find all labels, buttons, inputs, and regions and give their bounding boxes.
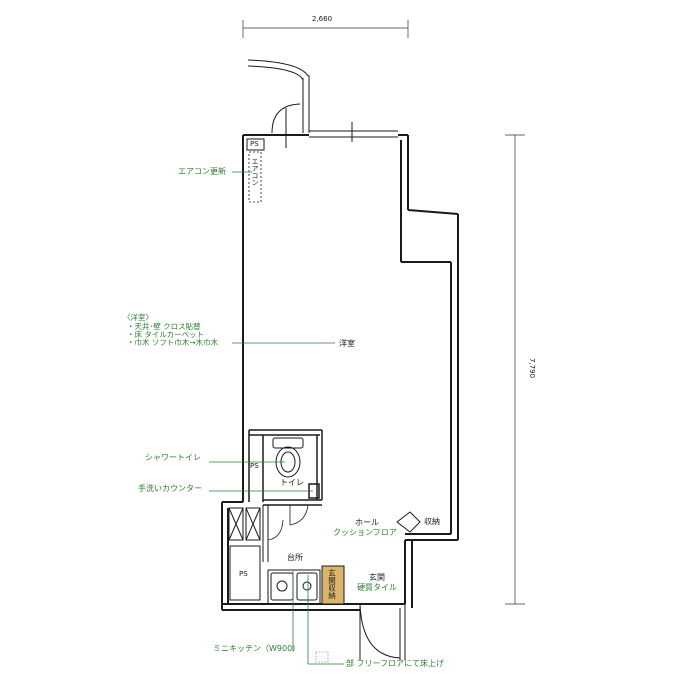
kitchen-label: 台所 <box>287 553 303 562</box>
entrance-door <box>359 603 406 660</box>
entrance-storage-label: 玄関収納 <box>327 569 337 599</box>
free-floor-annotation: 部 フリーフロアにて床上げ <box>346 659 445 668</box>
toilet-fixture <box>272 437 304 478</box>
entrance-label: 玄関 <box>369 573 385 582</box>
exterior-walls <box>221 134 459 611</box>
aircon-unit-label: エアコン <box>251 158 259 186</box>
western-room-trim: ・巾木 ソフト巾木→木巾木 <box>127 338 219 347</box>
toilet-door <box>289 504 309 526</box>
toilet-label: トイレ <box>280 478 304 487</box>
ps-lower-box <box>229 545 261 601</box>
storage-label: 収納 <box>424 517 440 526</box>
ps-top-box <box>246 138 265 151</box>
leader-lines <box>209 171 344 665</box>
ps-top-label: PS <box>250 140 259 148</box>
entrance-floor-label: 硬質タイル <box>357 583 397 592</box>
ps-lower-label: PS <box>239 570 248 578</box>
height-dimension-label: 7,790 <box>528 358 536 379</box>
storage-door <box>396 511 421 533</box>
height-dimension <box>505 134 525 605</box>
balcony-door-arc <box>247 59 310 148</box>
western-room-floor: ・床 タイルカーペット <box>127 330 205 339</box>
width-dimension-label: 2,660 <box>312 15 333 23</box>
kitchen-counter <box>267 569 321 605</box>
bath-door <box>267 519 284 541</box>
entrance-storage-fill <box>321 565 345 605</box>
hand-wash-annotation: 手洗いカウンター <box>138 484 202 493</box>
mini-kitchen-annotation: ミニキッチン（W900） <box>213 644 301 653</box>
closet-boxes <box>228 505 269 562</box>
hall-floor-label: クッションフロア <box>333 528 397 537</box>
aircon-unit <box>248 151 262 203</box>
shower-toilet-annotation: シャワートイレ <box>145 453 201 462</box>
western-room-title: 〈洋室〉 <box>123 313 153 322</box>
western-room-label: 洋室 <box>339 339 355 348</box>
toilet-walls <box>248 429 323 506</box>
hall-label: ホール <box>355 518 379 527</box>
ps-middle-label: PS <box>250 462 259 470</box>
window-top <box>309 122 398 142</box>
width-dimension <box>242 20 409 38</box>
free-floor-mark <box>315 651 329 663</box>
western-room-ceiling: ・天井･壁 クロス貼替 <box>127 322 201 331</box>
aircon-annotation: エアコン更新 <box>178 167 226 176</box>
